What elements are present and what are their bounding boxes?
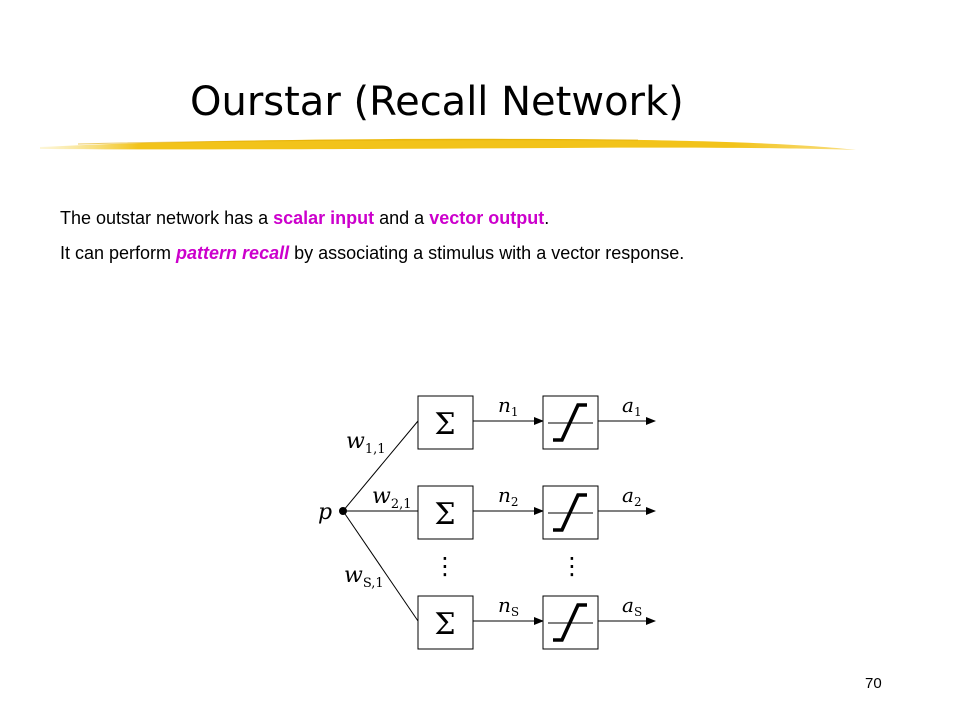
net-input-label-s: nS [498, 593, 519, 619]
sum-symbol-1: Σ [434, 407, 455, 442]
highlight-pattern-recall: pattern recall [176, 243, 290, 263]
input-label: p [318, 500, 332, 525]
slide-title: Ourstar (Recall Network) [190, 79, 684, 125]
output-label-2: a2 [622, 483, 642, 509]
weight-line-1 [342, 420, 419, 512]
net-input-label-1: n1 [498, 393, 519, 419]
highlight-vector-output: vector output [429, 208, 545, 228]
line2-text-a: It can perform [60, 243, 177, 263]
weight-line-3 [342, 510, 419, 622]
body-line-2: It can perform pattern recall by associa… [60, 241, 684, 265]
transfer-function-icon-1 [548, 403, 593, 442]
summation-box-s [417, 595, 474, 650]
summation-box-1 [417, 395, 474, 450]
highlight-scalar-input: scalar input [273, 208, 375, 228]
title-underline [40, 138, 856, 150]
sum-symbol-2: Σ [434, 497, 455, 532]
ellipsis-transfer: ⋮ [560, 552, 584, 580]
weight-label-2: w2,1 [372, 484, 412, 512]
weight-label-3: wS,1 [344, 563, 384, 591]
ellipsis-sum: ⋮ [433, 552, 457, 580]
line2-text-b: by associating a stimulus with a vector … [289, 243, 685, 263]
input-node [339, 507, 347, 515]
body-line-1: The outstar network has a scalar input a… [60, 206, 549, 230]
transfer-function-icon-s [548, 603, 593, 642]
output-label-1: a1 [622, 393, 642, 419]
weight-label-1: w1,1 [346, 429, 386, 457]
line1-text-c: . [544, 208, 550, 228]
output-label-s: aS [622, 593, 642, 619]
net-input-label-2: n2 [498, 483, 519, 509]
transfer-function-icon-2 [548, 493, 593, 532]
sum-symbol-s: Σ [434, 607, 455, 642]
summation-box-2 [417, 485, 474, 540]
page-number: 70 [865, 675, 882, 692]
line1-text-a: The outstar network has a [60, 208, 274, 228]
line1-text-b: and a [374, 208, 430, 228]
